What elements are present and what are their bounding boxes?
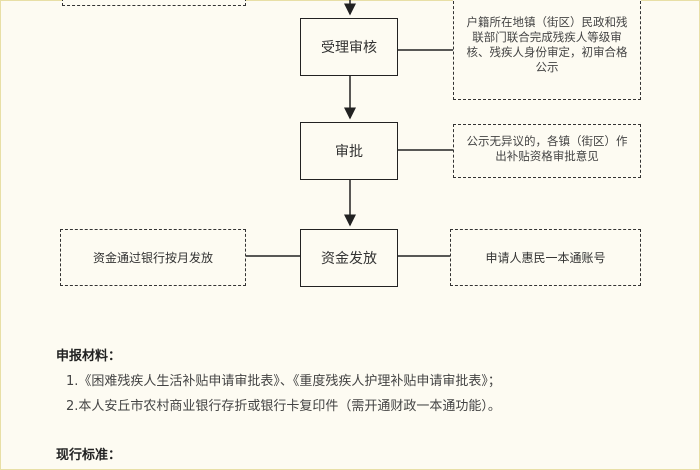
step-review-label: 受理审核: [321, 40, 377, 56]
step-review-box: 受理审核: [300, 18, 398, 76]
step-approve-box: 审批: [300, 122, 398, 180]
standard-title: 现行标准：: [56, 448, 122, 463]
materials-item-1: 1.《困难残疾人生活补贴申请审批表》、《重度残疾人护理补贴申请审批表》；: [66, 374, 501, 389]
step-fund-box: 资金发放: [300, 229, 398, 287]
step-approve-label: 审批: [335, 144, 363, 160]
materials-item-2: 2.本人安丘市农村商业银行存折或银行卡复印件（需开通财政一本通功能）。: [66, 399, 501, 414]
note-account: 申请人惠民一本通账号: [450, 229, 641, 286]
materials-title: 申报材料：: [56, 349, 122, 364]
note-approve: 公示无异议的，各镇（街区）作出补贴资格审批意见: [453, 124, 641, 178]
prev-step-box: [62, 0, 246, 6]
note-bank: 资金通过银行按月发放: [60, 229, 246, 286]
step-fund-label: 资金发放: [321, 251, 377, 267]
note-review: 户籍所在地镇（街区）民政和残联部门联合完成残疾人等级审核、残疾人身份审定，初审合…: [453, 0, 641, 100]
